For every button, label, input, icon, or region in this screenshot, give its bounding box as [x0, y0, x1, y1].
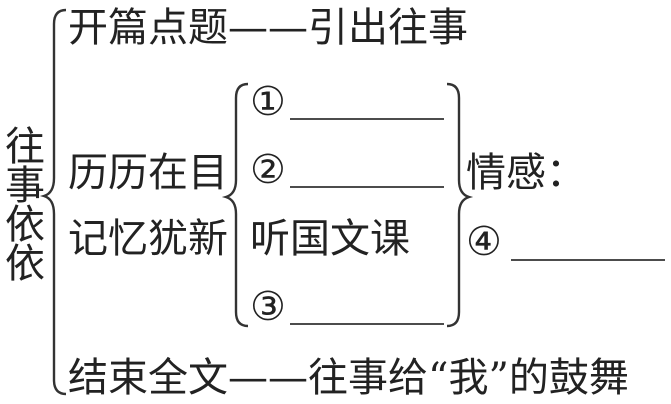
closing-label: 结束全文 — [68, 355, 228, 401]
main-left-brace — [39, 8, 67, 396]
opening-dash: —— — [228, 5, 308, 51]
detail-marker-2: ② — [250, 147, 286, 193]
opening-row: 开篇点题——引出往事 — [68, 8, 468, 48]
emotion-marker: ④ — [466, 219, 502, 265]
details-right-brace — [446, 82, 474, 328]
closing-row: 结束全文——往事给“我”的鼓舞 — [68, 358, 629, 398]
title-char: 事 — [5, 163, 45, 209]
diagram-title: 往 事 依 依 — [5, 124, 45, 287]
middle-label-1: 历历在目 — [68, 150, 228, 196]
closing-dash: —— — [228, 355, 308, 401]
details-left-brace — [221, 82, 249, 328]
closing-content: 往事给“我”的鼓舞 — [308, 355, 629, 401]
title-char: 往 — [5, 124, 45, 170]
detail-text-listen: 听国文课 — [250, 216, 410, 262]
emotion-label: 情感： — [466, 150, 586, 196]
middle-label-2: 记忆犹新 — [68, 216, 228, 262]
title-char: 依 — [5, 202, 45, 248]
opening-content: 引出往事 — [308, 5, 468, 51]
title-char: 依 — [5, 241, 45, 287]
detail-marker-1: ① — [250, 79, 286, 125]
detail-marker-3: ③ — [250, 284, 286, 330]
opening-label: 开篇点题 — [68, 5, 228, 51]
